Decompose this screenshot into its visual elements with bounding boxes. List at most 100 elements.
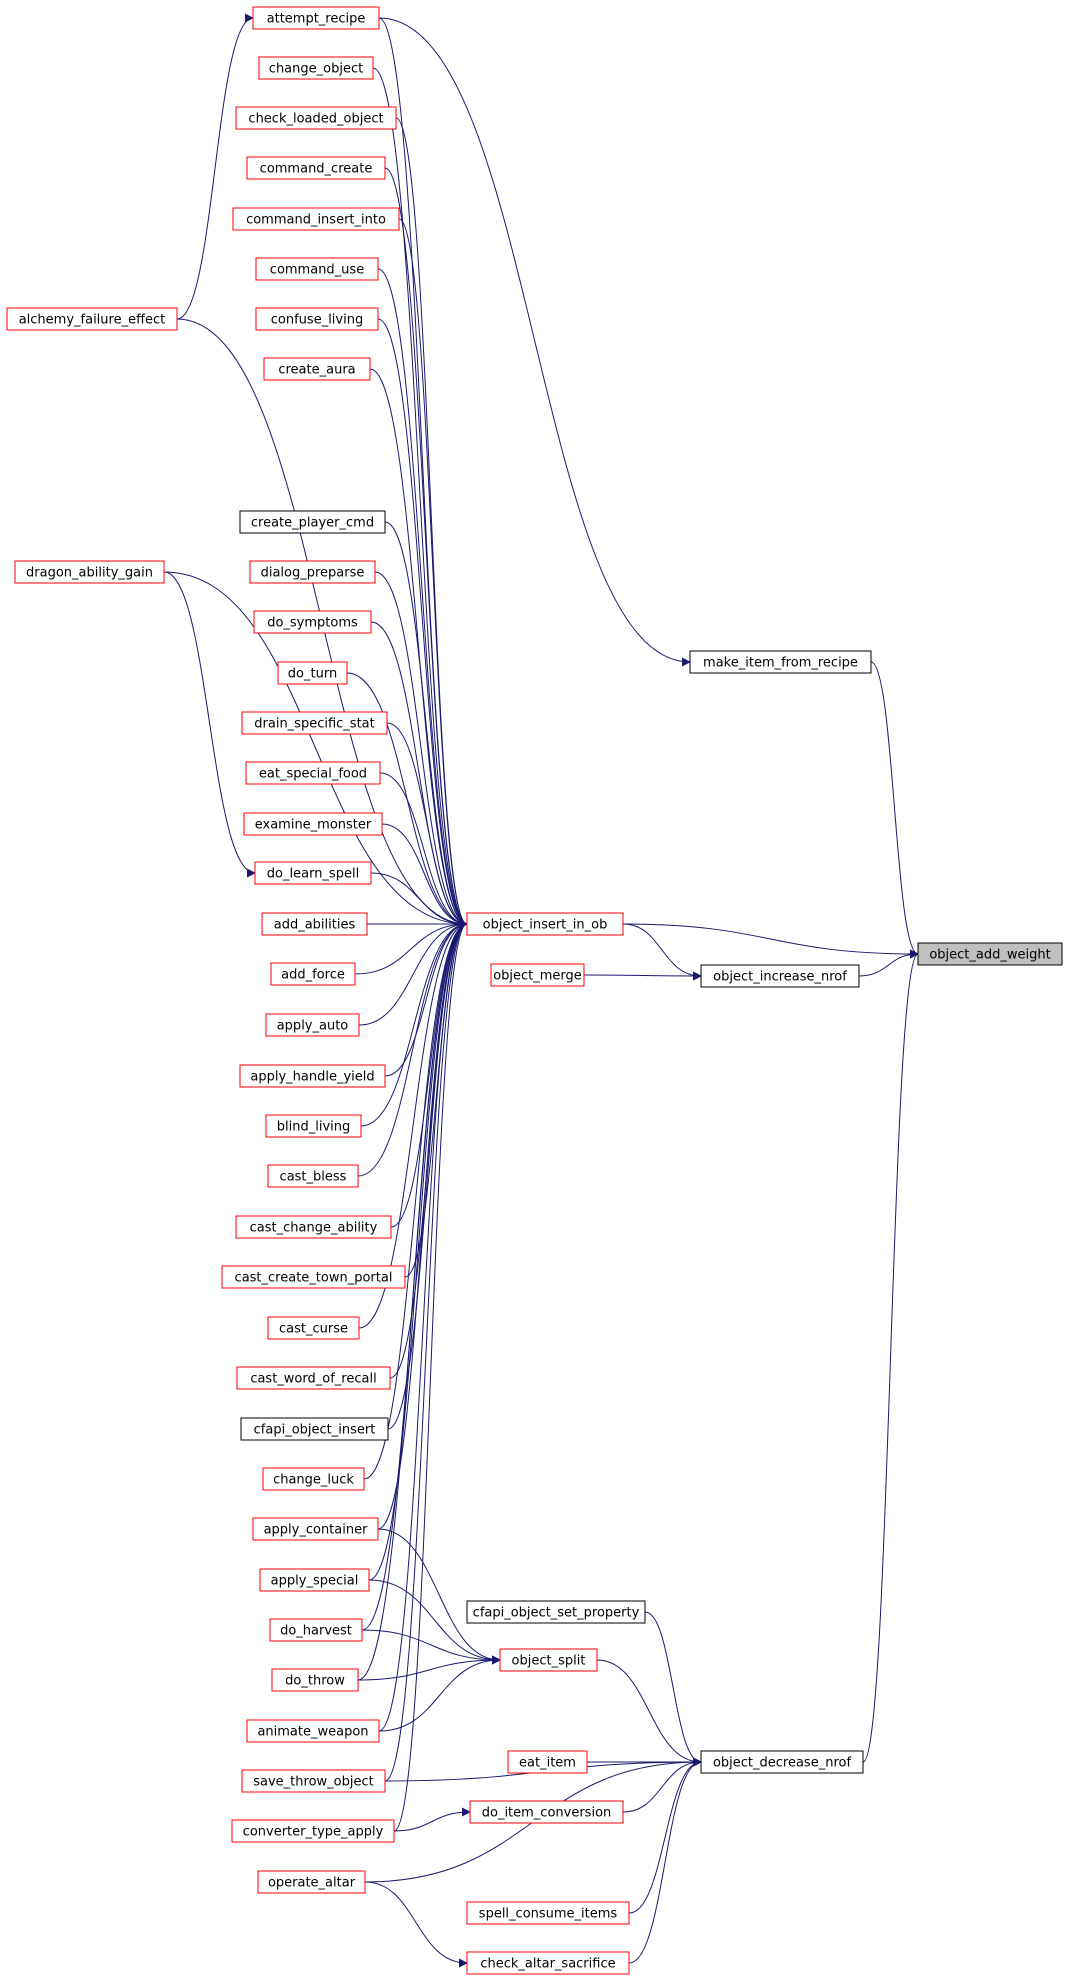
edge-do_symptoms-to-object_insert_in_ob [370,621,468,929]
node-operate_altar[interactable]: operate_altar [257,1870,366,1894]
node-box [252,1517,379,1541]
node-label: change_luck [273,1473,354,1488]
node-cast_curse[interactable]: cast_curse [267,1316,360,1340]
node-confuse_living[interactable]: confuse_living [255,307,379,331]
node-do_turn[interactable]: do_turn [277,661,348,685]
node-drain_specific_stat[interactable]: drain_specific_stat [241,711,388,735]
node-label: examine_monster [255,818,372,833]
node-converter_type_apply[interactable]: converter_type_apply [231,1819,395,1843]
node-add_abilities[interactable]: add_abilities [261,912,368,936]
edge-cfapi_object_insert-to-object_insert_in_ob [387,919,468,1430]
node-box [235,1215,392,1239]
node-label: attempt_recipe [267,12,366,27]
node-change_object[interactable]: change_object [258,56,374,80]
node-box [466,1901,630,1925]
node-eat_special_food[interactable]: eat_special_food [245,761,381,785]
node-save_throw_object[interactable]: save_throw_object [241,1769,386,1793]
node-attempt_recipe[interactable]: attempt_recipe [252,6,380,30]
node-cast_change_ability[interactable]: cast_change_ability [235,1215,392,1239]
node-alchemy_failure_effect[interactable]: alchemy_failure_effect [6,307,178,331]
node-box [267,1164,359,1188]
node-apply_special[interactable]: apply_special [259,1568,370,1592]
node-label: cast_bless [280,1170,347,1185]
node-animate_weapon[interactable]: animate_weapon [246,1719,380,1743]
edge-do_throw-to-object_insert_in_ob [357,919,468,1681]
edge-blind_living-to-object_insert_in_ob [360,919,468,1127]
edge-object_merge-to-object_increase_nrof [583,971,702,981]
node-cast_bless[interactable]: cast_bless [267,1164,359,1188]
node-create_player_cmd[interactable]: create_player_cmd [239,510,386,534]
node-make_item_from_recipe[interactable]: make_item_from_recipe [689,650,872,674]
edge-animate_weapon-to-object_insert_in_ob [378,919,468,1732]
node-label: cast_change_ability [250,1221,378,1236]
node-do_symptoms[interactable]: do_symptoms [253,610,372,634]
node-label: change_object [269,62,363,77]
edge-drain_specific_stat-to-object_insert_in_ob [386,722,468,929]
node-object_add_weight[interactable]: object_add_weight [917,942,1063,966]
node-label: eat_special_food [259,767,367,782]
node-object_merge[interactable]: object_merge [490,963,585,987]
node-do_learn_spell[interactable]: do_learn_spell [254,861,372,885]
node-dialog_preparse[interactable]: dialog_preparse [249,560,376,584]
node-command_create[interactable]: command_create [246,156,386,180]
node-box [267,1316,360,1340]
node-apply_auto[interactable]: apply_auto [265,1013,360,1037]
node-cfapi_object_insert[interactable]: cfapi_object_insert [240,1417,389,1441]
node-box [466,912,624,936]
node-box [241,711,388,735]
node-box [466,1951,630,1975]
node-eat_item[interactable]: eat_item [507,1750,588,1774]
node-object_decrease_nrof[interactable]: object_decrease_nrof [700,1750,864,1774]
node-label: do_turn [288,667,337,682]
node-check_loaded_object[interactable]: check_loaded_object [235,106,397,130]
node-label: create_player_cmd [251,516,374,531]
edge-do_learn_spell-to-object_insert_in_ob [370,872,468,929]
node-cfapi_object_set_property[interactable]: cfapi_object_set_property [466,1600,646,1624]
node-change_luck[interactable]: change_luck [262,1467,365,1491]
node-label: spell_consume_items [479,1907,618,1922]
node-box [254,861,372,885]
edge-do_throw-to-object_split [357,1655,501,1681]
node-label: dialog_preparse [261,566,365,581]
node-object_increase_nrof[interactable]: object_increase_nrof [700,964,860,988]
node-box [262,1467,365,1491]
node-label: check_loaded_object [248,112,383,127]
node-command_use[interactable]: command_use [255,257,379,281]
node-cast_word_of_recall[interactable]: cast_word_of_recall [236,1366,391,1390]
node-apply_container[interactable]: apply_container [252,1517,379,1541]
node-cast_create_town_portal[interactable]: cast_create_town_portal [221,1265,406,1289]
node-blind_living[interactable]: blind_living [265,1114,362,1138]
node-box [269,1618,363,1642]
node-do_throw[interactable]: do_throw [271,1668,359,1692]
node-dragon_ability_gain[interactable]: dragon_ability_gain [14,560,165,584]
node-object_insert_in_ob[interactable]: object_insert_in_ob [466,912,624,936]
node-box [270,962,356,986]
node-box [231,1819,395,1843]
node-box [252,6,380,30]
node-layer: attempt_recipe change_object check_loaded_… [6,6,1063,1975]
node-check_altar_sacrifice[interactable]: check_altar_sacrifice [466,1951,630,1975]
node-box [246,1719,380,1743]
node-box [469,1800,624,1824]
node-box [490,963,585,987]
node-box [236,1366,391,1390]
node-box [265,1114,362,1138]
node-do_harvest[interactable]: do_harvest [269,1618,363,1642]
node-apply_handle_yield[interactable]: apply_handle_yield [239,1064,386,1088]
node-object_split[interactable]: object_split [499,1648,598,1672]
node-command_insert_into[interactable]: command_insert_into [232,207,400,231]
node-box [255,257,379,281]
node-label: do_throw [285,1674,345,1689]
edge-do_item_conversion-to-object_decrease_nrof [622,1757,702,1813]
node-create_aura[interactable]: create_aura [263,357,371,381]
node-label: add_abilities [274,918,356,933]
node-spell_consume_items[interactable]: spell_consume_items [466,1901,630,1925]
node-add_force[interactable]: add_force [270,962,356,986]
node-label: command_create [260,162,373,177]
node-label: apply_auto [277,1019,349,1034]
edge-command_create-to-object_insert_in_ob [384,167,468,929]
node-do_item_conversion[interactable]: do_item_conversion [469,1800,624,1824]
node-label: create_aura [278,363,355,378]
node-examine_monster[interactable]: examine_monster [243,812,383,836]
node-box [258,56,374,80]
